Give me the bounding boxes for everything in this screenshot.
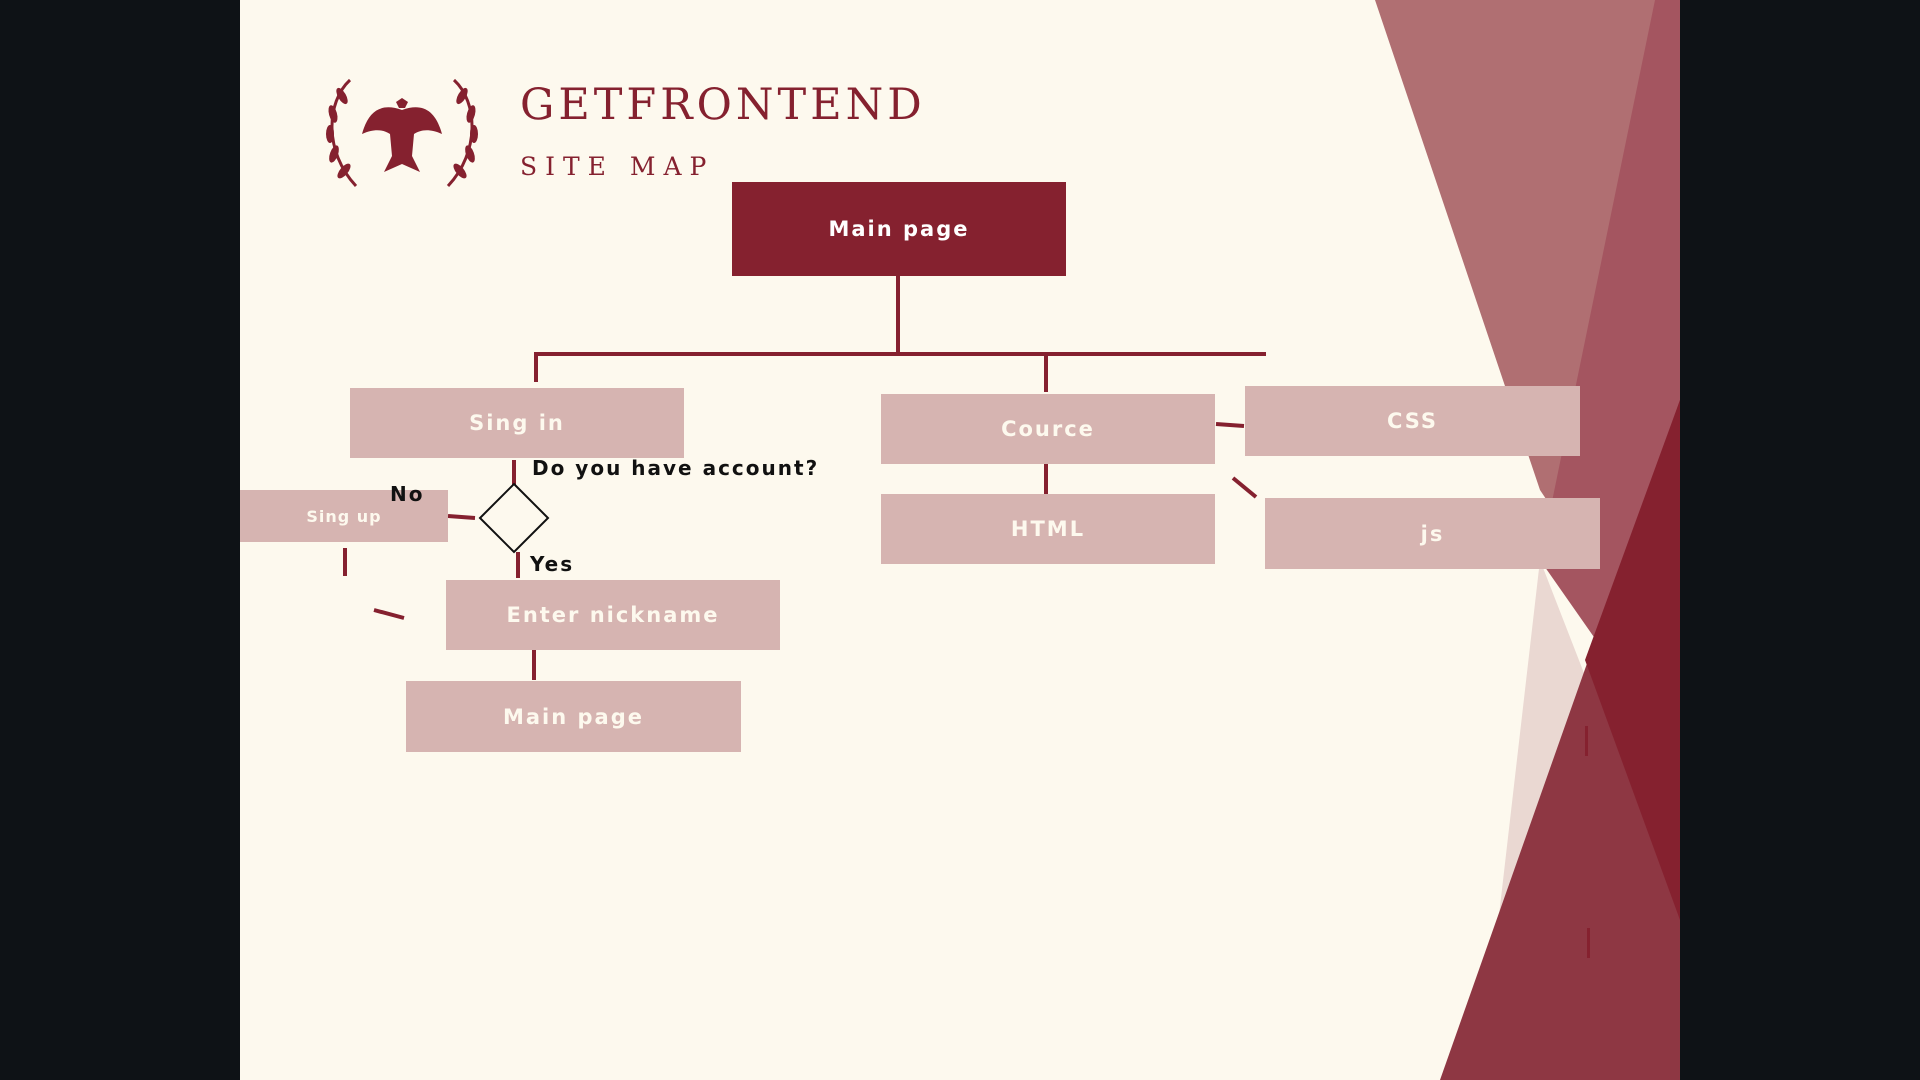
account-question-label: Do you have account? [532, 456, 820, 480]
css-node: CSS [1245, 386, 1580, 456]
eagle-laurel-seal-icon [326, 78, 478, 188]
decorative-shapes [1375, 0, 1680, 1080]
decision-diamond [478, 482, 550, 554]
connector-lines [343, 276, 1266, 680]
enter-nickname-node: Enter nickname [446, 580, 780, 650]
main-page-node: Main page [732, 182, 1066, 276]
html-node: HTML [881, 494, 1215, 564]
main-page-final-node: Main page [406, 681, 741, 752]
js-node: js [1265, 498, 1600, 569]
yes-branch-label: Yes [530, 552, 575, 576]
no-branch-label: No [390, 482, 425, 506]
slide: GETFRONTEND SITE MAP Main page Sing in C… [240, 0, 1680, 1080]
brand-title: GETFRONTEND [520, 80, 926, 130]
sign-in-node: Sing in [350, 388, 684, 458]
sign-up-node: Sing up [240, 490, 448, 542]
course-node: Cource [881, 394, 1215, 464]
page-subtitle: SITE MAP [520, 152, 715, 181]
